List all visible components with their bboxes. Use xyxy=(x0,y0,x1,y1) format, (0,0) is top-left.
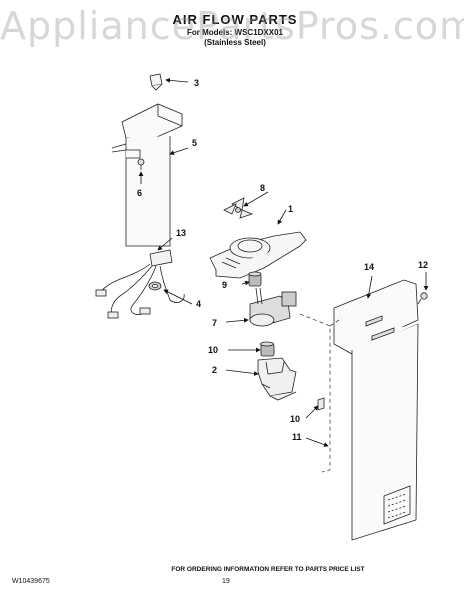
callout-13: 12 xyxy=(418,260,428,270)
callout-11: 10 xyxy=(290,414,300,424)
part-13-screw xyxy=(417,292,428,305)
callout-1: 1 xyxy=(288,204,293,214)
watermark: AppliancePartsPros.com xyxy=(0,4,464,48)
callout-14: 14 xyxy=(364,262,374,272)
part-10-grommet-upper xyxy=(248,271,262,287)
part-7-motor xyxy=(249,287,297,327)
ordering-note: FOR ORDERING INFORMATION REFER TO PARTS … xyxy=(171,566,365,573)
page-subtitle: For Models: WSC1DXX01 (Stainless Steel) xyxy=(120,28,350,48)
document-number: W10439675 xyxy=(12,578,50,585)
part-11-clip xyxy=(317,397,325,411)
model-line: For Models: WSC1DXX01 xyxy=(186,28,283,37)
callout-10-upper: 9 xyxy=(222,280,227,290)
callout-10-lower: 10 xyxy=(208,345,218,355)
part-9-back-panel xyxy=(299,313,343,473)
part-3-clip xyxy=(149,73,163,91)
callout-9: 11 xyxy=(292,432,302,442)
callout-2: 2 xyxy=(212,365,217,375)
part-8-fan-blade xyxy=(223,197,254,219)
leader-lines xyxy=(138,77,429,447)
callout-8: 8 xyxy=(260,183,265,193)
callout-6: 6 xyxy=(137,188,142,198)
callout-4: 4 xyxy=(196,299,201,309)
part-12-wire-harness xyxy=(95,249,185,319)
page-number: 19 xyxy=(222,578,230,585)
part-5-duct-panel xyxy=(111,103,183,247)
callout-labels: 3 5 6 8 1 13 4 9 7 10 2 14 12 10 11 xyxy=(137,78,428,442)
page-title: AIR FLOW PARTS xyxy=(172,12,298,27)
part-10-grommet-lower xyxy=(260,341,275,357)
part-6-screw xyxy=(137,158,145,170)
part-14-cover-panel xyxy=(333,279,419,541)
finish-line: (Stainless Steel) xyxy=(204,38,266,47)
callout-5: 5 xyxy=(192,138,197,148)
part-4-grommet xyxy=(148,281,162,291)
callout-7: 7 xyxy=(212,318,217,328)
part-2-motor-bracket xyxy=(257,357,297,401)
callout-12: 13 xyxy=(176,228,186,238)
callout-3: 3 xyxy=(194,78,199,88)
part-1-fan-housing xyxy=(209,231,307,279)
